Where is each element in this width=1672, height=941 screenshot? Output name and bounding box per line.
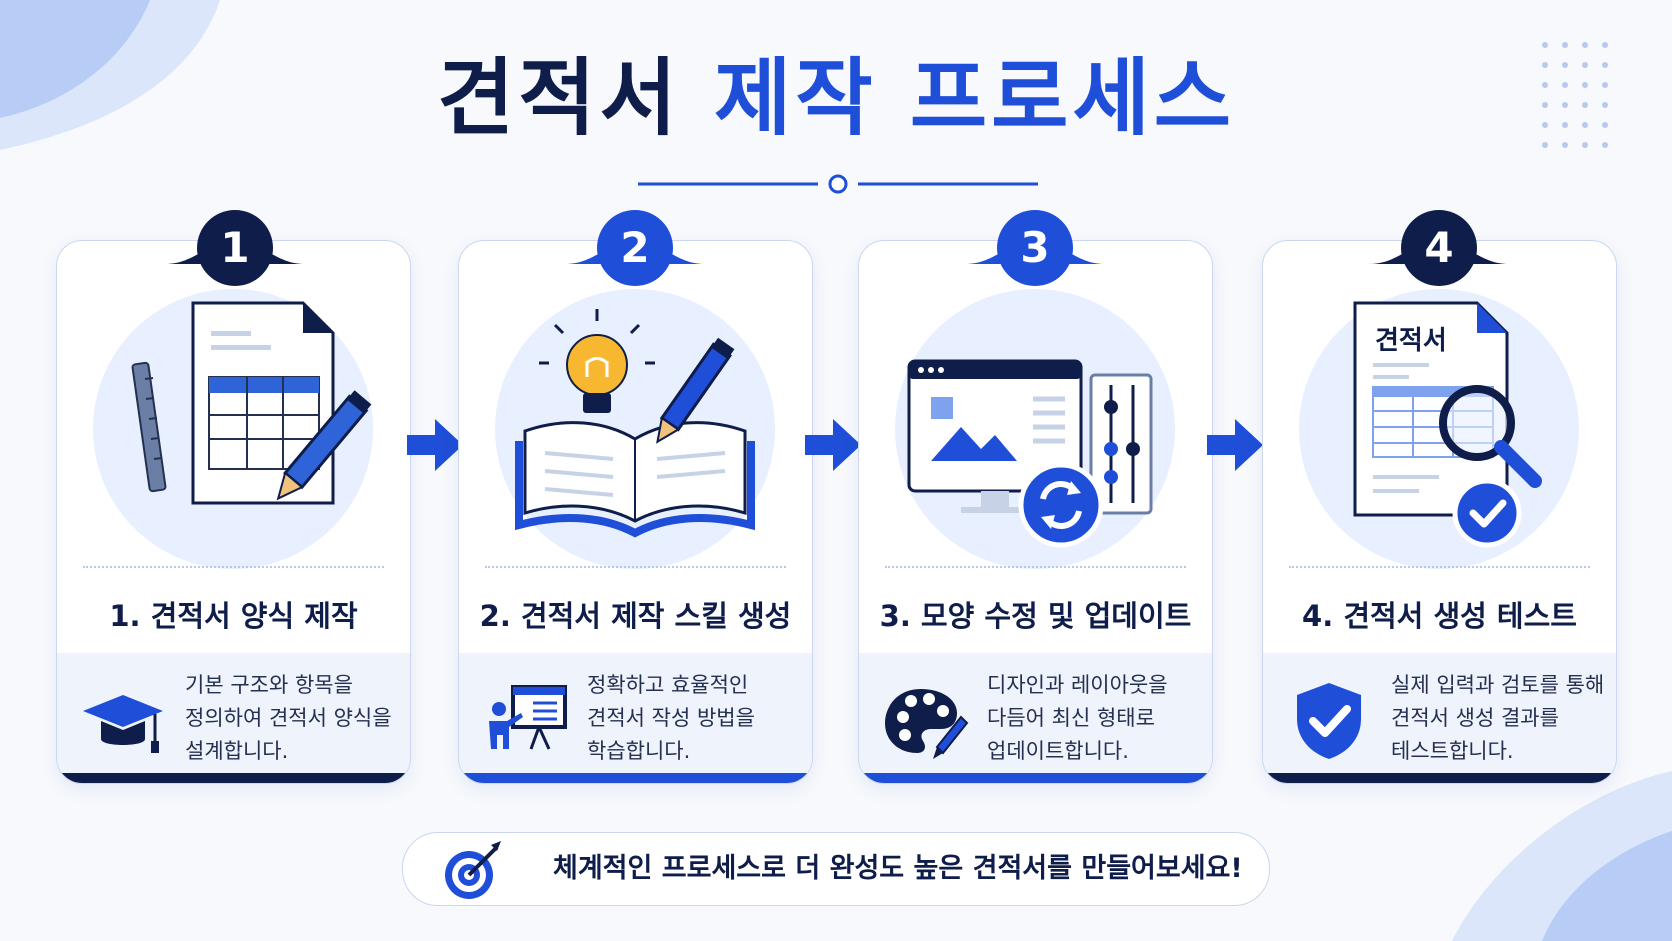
target-arrow-icon	[445, 841, 501, 899]
desc-line: 학습합니다.	[587, 739, 691, 763]
description-panel: 정확하고 효율적인 견적서 작성 방법을 학습합니다.	[459, 653, 812, 773]
desc-line: 기본 구조와 항목을	[185, 673, 353, 697]
card-accent-bar	[1263, 773, 1616, 783]
step-description: 정확하고 효율적인 견적서 작성 방법을 학습합니다.	[587, 669, 802, 768]
description-panel: 실제 입력과 검토를 통해 견적서 생성 결과를 테스트합니다.	[1263, 653, 1616, 773]
step-number-badge-3: 3	[997, 210, 1073, 286]
step-description: 실제 입력과 검토를 통해 견적서 생성 결과를 테스트합니다.	[1391, 669, 1606, 768]
title-divider	[638, 174, 1038, 194]
document-table-ruler-pencil-icon	[131, 301, 372, 505]
card-divider	[485, 566, 786, 568]
presentation-board-icon	[489, 685, 567, 750]
arrow-right-icon	[407, 419, 463, 471]
title-part-1: 견적서	[436, 49, 681, 147]
step-number-badge-4: 4	[1401, 210, 1477, 286]
step-heading: 3. 모양 수정 및 업데이트	[879, 599, 1192, 633]
step-description: 기본 구조와 항목을 정의하여 견적서 양식을 설계합니다.	[185, 669, 400, 768]
arrow-right-icon	[1207, 419, 1263, 471]
step-description: 디자인과 레이아웃을 다듬어 최신 형태로 업데이트합니다.	[987, 669, 1202, 768]
desc-line: 테스트합니다.	[1391, 739, 1514, 763]
step-number-badge-1: 1	[197, 210, 273, 286]
card-divider	[83, 566, 384, 568]
desc-line: 다듬어 최신 형태로	[987, 706, 1155, 730]
description-panel: 기본 구조와 항목을 정의하여 견적서 양식을 설계합니다.	[57, 653, 410, 773]
step-heading: 2. 견적서 제작 스킬 생성	[479, 599, 792, 633]
arrow-right-icon	[805, 419, 861, 471]
lightbulb-book-pencil-icon	[515, 309, 755, 538]
step-heading: 4. 견적서 생성 테스트	[1302, 599, 1577, 633]
dot-grid-decoration	[1542, 42, 1608, 148]
doc-label: 견적서	[1375, 326, 1447, 356]
step-card-1: 1. 견적서 양식 제작 기본 구조와 항목을 정의하여 견적서 양식을 설계합…	[56, 240, 411, 784]
desc-line: 실제 입력과 검토를 통해	[1391, 673, 1605, 697]
shield-check-icon	[1297, 683, 1361, 759]
desc-line: 정의하여 견적서 양식을	[185, 706, 392, 730]
step-card-4: 견적서 4. 견적서 생성 테스트 실제 입력과 검토를 통해 견적서 생성 결…	[1262, 240, 1617, 784]
step-heading: 1. 견적서 양식 제작	[109, 599, 358, 633]
banner-text: 체계적인 프로세스로 더 완성도 높은 견적서를 만들어보세요!	[553, 853, 1243, 884]
desc-line: 디자인과 레이아웃을	[987, 673, 1168, 697]
desc-line: 견적서 작성 방법을	[587, 706, 755, 730]
card-divider	[885, 566, 1186, 568]
desc-line: 견적서 생성 결과를	[1391, 706, 1559, 730]
graduation-cap-icon	[83, 695, 163, 753]
quote-doc-magnifier-check-icon: 견적서	[1353, 301, 1542, 548]
desc-line: 업데이트합니다.	[987, 739, 1129, 763]
card-divider	[1289, 566, 1590, 568]
step-card-2: 2. 견적서 제작 스킬 생성 정확하고 효율적인 견적서 작성 방법을 학습합…	[458, 240, 813, 784]
card-accent-bar	[859, 773, 1212, 783]
background-wave-bottom-right	[1452, 771, 1672, 941]
card-accent-bar	[459, 773, 812, 783]
title-part-2: 제작 프로세스	[714, 49, 1236, 147]
closing-banner: 체계적인 프로세스로 더 완성도 높은 견적서를 만들어보세요!	[402, 832, 1270, 906]
browser-sliders-refresh-icon	[907, 359, 1153, 548]
step-number-badge-2: 2	[597, 210, 673, 286]
palette-brush-icon	[885, 689, 969, 759]
desc-line: 설계합니다.	[185, 739, 289, 763]
description-panel: 디자인과 레이아웃을 다듬어 최신 형태로 업데이트합니다.	[859, 653, 1212, 773]
page-title: 견적서 제작 프로세스	[0, 52, 1672, 144]
desc-line: 정확하고 효율적인	[587, 673, 749, 697]
card-accent-bar	[57, 773, 410, 783]
step-card-3: 3. 모양 수정 및 업데이트 디자인과 레이아웃을 다듬어 최신 형태로 업데…	[858, 240, 1213, 784]
